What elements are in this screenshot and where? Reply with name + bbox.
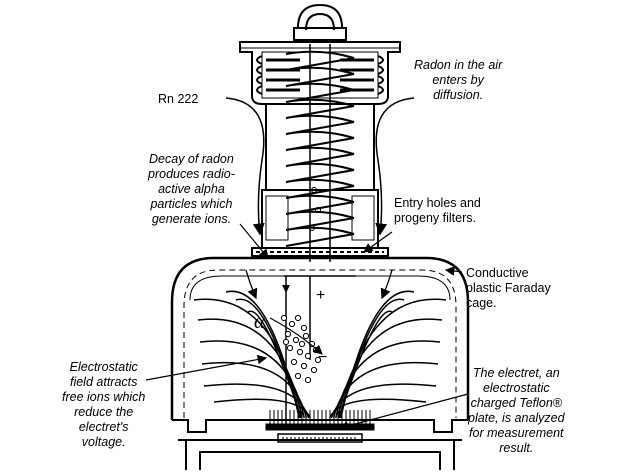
radon-air-arrow	[375, 97, 415, 236]
plus-sign: +	[316, 287, 325, 304]
stem	[261, 44, 379, 262]
label-faraday: Conductive plastic Faraday cage.	[466, 266, 551, 310]
alpha-symbol: α	[254, 311, 265, 333]
base	[172, 419, 468, 470]
pointer-lines	[145, 223, 469, 431]
spring	[285, 50, 355, 247]
label-radon-air: Radon in the air enters by diffusion.	[414, 58, 503, 102]
ion-arrows	[245, 269, 393, 300]
label-entry: Entry holes and progeny filters.	[394, 196, 481, 225]
alpha-track	[269, 317, 323, 355]
label-field: Electrostatic field attracts free ions w…	[62, 360, 146, 449]
cap-threads	[256, 55, 384, 95]
label-electret: The electret, an electrostatic charged T…	[468, 366, 565, 455]
entry-filter	[251, 187, 389, 257]
label-rn222: Rn 222	[158, 92, 199, 106]
field-lines	[193, 290, 447, 419]
faraday-cage	[170, 256, 470, 420]
top-ring	[293, 3, 347, 41]
minus-sign: −	[318, 349, 327, 366]
rn222-arrow	[225, 97, 265, 236]
label-decay: Decay of radon produces radio- active al…	[148, 152, 235, 226]
